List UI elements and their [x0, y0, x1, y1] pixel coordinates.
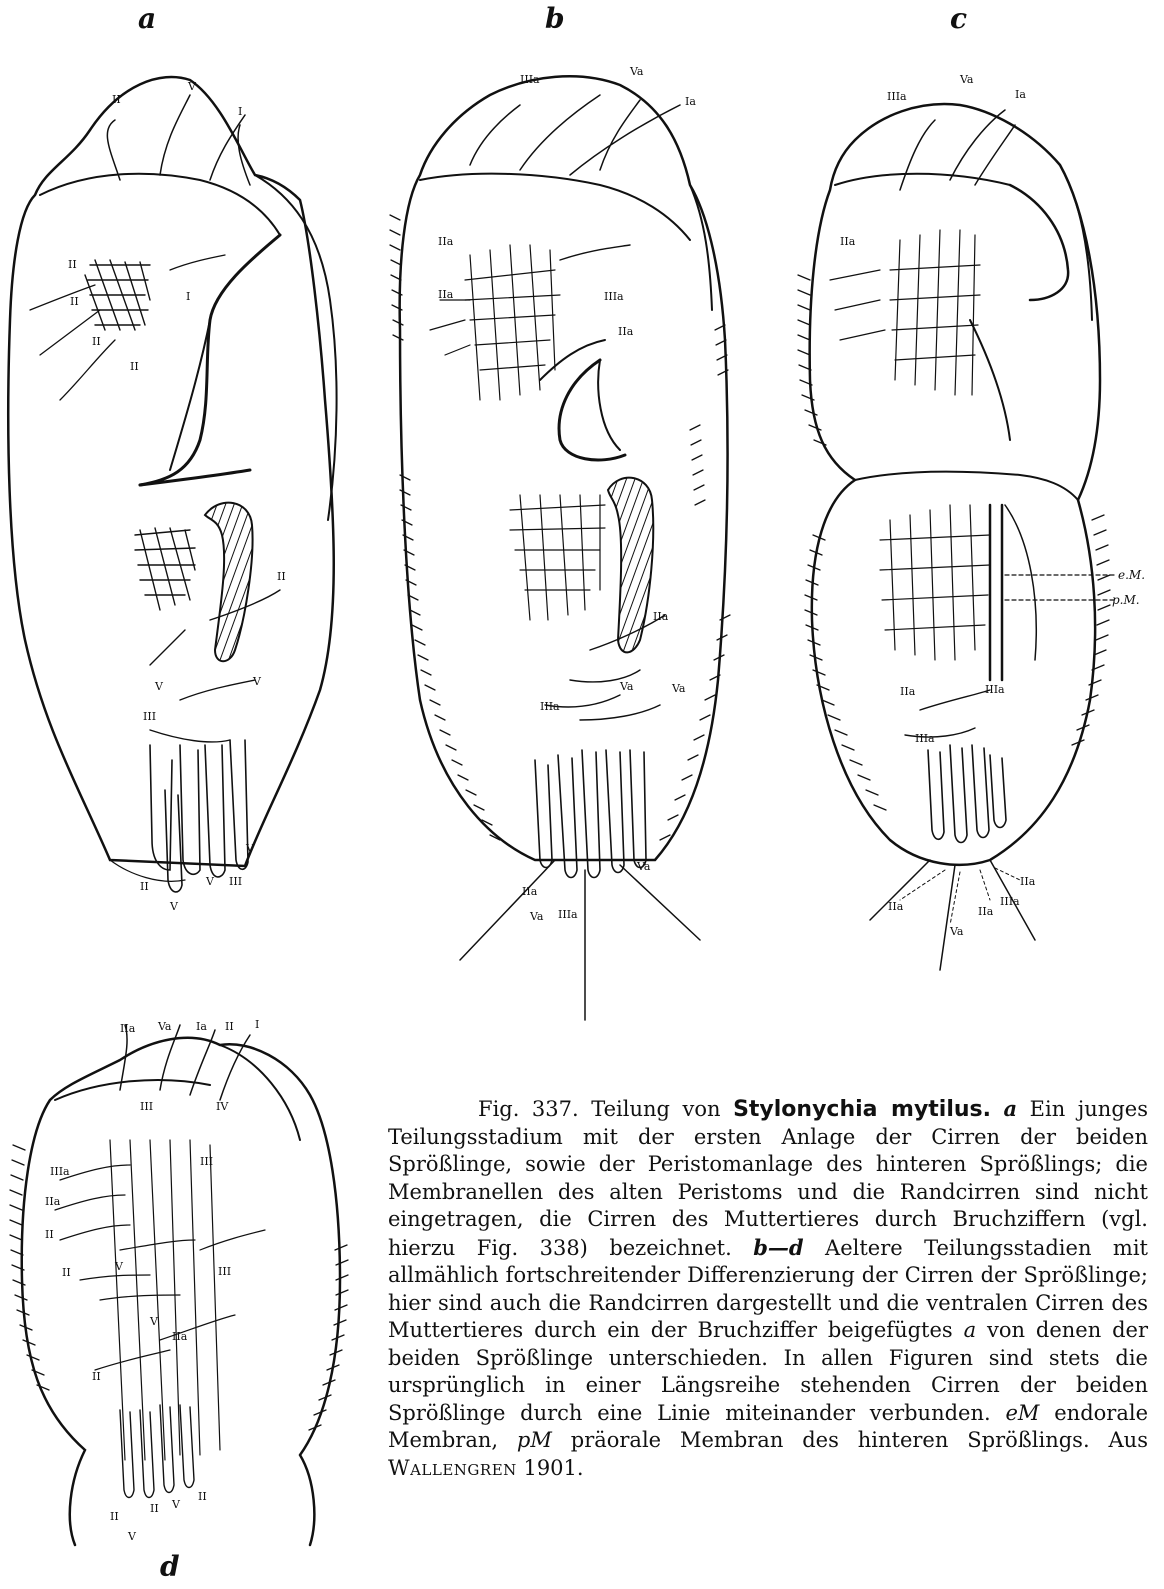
cell-outline-a [8, 77, 334, 866]
svg-text:Va: Va [157, 1020, 172, 1033]
figure-c [798, 104, 1115, 970]
svg-text:III: III [140, 1100, 153, 1113]
em-label: e.M. [1118, 568, 1145, 582]
svg-text:V: V [187, 80, 197, 93]
pm-label: p.M. [1112, 593, 1140, 607]
caption-author: Wallengren [388, 1456, 517, 1480]
svg-text:II: II [225, 1020, 234, 1033]
svg-text:IIIa: IIIa [520, 73, 540, 86]
svg-text:II: II [198, 1490, 207, 1503]
svg-text:Va: Va [949, 925, 964, 938]
svg-text:IIa: IIa [653, 610, 669, 623]
cell-outline-d [22, 1038, 340, 1545]
caption-species: Stylonychia mytilus. [733, 1097, 991, 1122]
svg-text:II: II [112, 93, 121, 106]
caption-year: 1901. [523, 1456, 583, 1480]
svg-text:IIIa: IIIa [50, 1165, 70, 1178]
svg-text:III: III [200, 1155, 213, 1168]
svg-text:I: I [255, 1018, 259, 1031]
svg-text:II: II [92, 335, 101, 348]
svg-text:V: V [245, 842, 255, 855]
svg-text:IIa: IIa [45, 1195, 61, 1208]
svg-text:II: II [150, 1502, 159, 1515]
svg-text:IIa: IIa [438, 288, 454, 301]
cell-outline-b [400, 76, 728, 860]
svg-text:IIIa: IIIa [1000, 895, 1020, 908]
svg-text:V: V [169, 900, 179, 913]
svg-text:II: II [110, 1510, 119, 1523]
caption-fig-number: Fig. 337. [478, 1097, 579, 1121]
svg-text:II: II [68, 258, 77, 271]
svg-text:IIa: IIa [1020, 875, 1036, 888]
svg-text:II: II [277, 570, 286, 583]
svg-text:IIa: IIa [618, 325, 634, 338]
svg-text:Va: Va [636, 860, 651, 873]
svg-text:II: II [92, 1370, 101, 1383]
svg-text:Ia: Ia [1015, 88, 1026, 101]
caption-pm: pM [517, 1428, 552, 1452]
svg-text:I: I [186, 290, 190, 303]
caption-italic-a: a [964, 1318, 977, 1342]
membrane-labels: e.M. p.M. [1112, 568, 1145, 607]
svg-text:IIIa: IIIa [887, 90, 907, 103]
svg-text:IIIa: IIIa [540, 700, 560, 713]
svg-text:V: V [154, 680, 164, 693]
svg-text:IIIa: IIIa [558, 908, 578, 921]
svg-text:II: II [62, 1266, 71, 1279]
svg-text:III: III [229, 875, 242, 888]
svg-text:IV: IV [216, 1100, 229, 1113]
svg-text:Ia: Ia [685, 95, 696, 108]
svg-text:IIa: IIa [438, 235, 454, 248]
svg-text:IIIa: IIIa [985, 683, 1005, 696]
svg-text:V: V [149, 1315, 159, 1328]
svg-text:Va: Va [529, 910, 544, 923]
svg-text:V: V [127, 1530, 137, 1543]
caption-part5: präorale Membran des hinteren Sprößlings… [571, 1428, 1148, 1452]
svg-text:Va: Va [629, 65, 644, 78]
svg-text:IIa: IIa [120, 1022, 136, 1035]
svg-text:I: I [238, 105, 242, 118]
svg-text:IIa: IIa [172, 1330, 188, 1343]
svg-text:IIa: IIa [840, 235, 856, 248]
caption-title-prefix: Teilung von [591, 1097, 720, 1121]
svg-text:II: II [130, 360, 139, 373]
svg-text:IIa: IIa [888, 900, 904, 913]
figure-a [8, 77, 336, 892]
svg-text:V: V [205, 875, 215, 888]
svg-text:IIIa: IIIa [915, 732, 935, 745]
svg-text:Va: Va [619, 680, 634, 693]
figure-caption: Fig. 337. Teilung von Stylonychia mytilu… [388, 1095, 1148, 1482]
svg-text:Ia: Ia [196, 1020, 207, 1033]
svg-text:II: II [45, 1228, 54, 1241]
svg-text:Va: Va [671, 682, 686, 695]
caption-letter-a: a [1004, 1096, 1018, 1121]
svg-text:III: III [218, 1265, 231, 1278]
svg-text:V: V [252, 675, 262, 688]
svg-text:IIIa: IIIa [604, 290, 624, 303]
svg-text:V: V [114, 1260, 124, 1273]
svg-text:II: II [140, 880, 149, 893]
svg-text:II: II [70, 295, 79, 308]
figure-b [390, 76, 730, 1020]
svg-text:Va: Va [959, 73, 974, 86]
svg-text:IIa: IIa [522, 885, 538, 898]
svg-text:IIa: IIa [900, 685, 916, 698]
caption-em: eM [1006, 1401, 1040, 1425]
svg-text:IIa: IIa [978, 905, 994, 918]
figure-d [10, 1025, 348, 1545]
svg-text:V: V [171, 1498, 181, 1511]
svg-text:III: III [143, 710, 156, 723]
caption-letters-bd: b—d [753, 1235, 803, 1260]
